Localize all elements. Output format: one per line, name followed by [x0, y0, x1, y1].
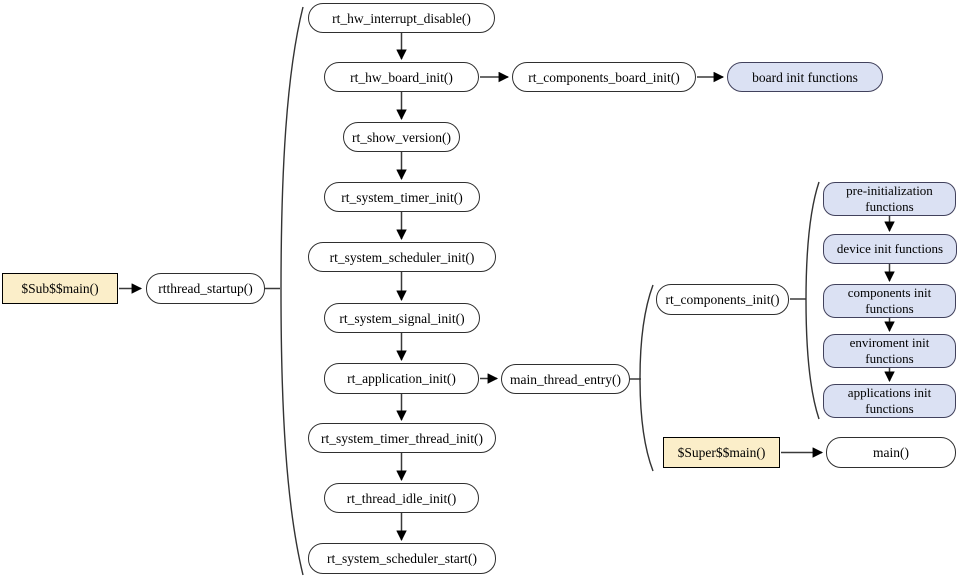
- node-applications-init-functions: applications init functions: [823, 384, 956, 418]
- brace-main-thread-group: [639, 284, 654, 472]
- node-rt-components-board-init: rt_components_board_init(): [512, 62, 696, 92]
- node-pre-initialization-functions: pre-initialization functions: [823, 182, 956, 216]
- node-rt-components-init: rt_components_init(): [656, 284, 789, 315]
- node-rt-system-signal-init: rt_system_signal_init(): [324, 303, 480, 333]
- node-board-init-functions: board init functions: [727, 62, 883, 92]
- node-rt-hw-interrupt-disable: rt_hw_interrupt_disable(): [308, 3, 495, 33]
- node-super-main: $Super$$main(): [663, 437, 780, 468]
- node-rt-application-init: rt_application_init(): [324, 363, 479, 394]
- brace-startup-sequence: [280, 6, 304, 576]
- node-rt-system-scheduler-init: rt_system_scheduler_init(): [308, 242, 496, 272]
- node-sub-main: $Sub$$main(): [2, 273, 118, 304]
- node-components-init-functions: components init functions: [823, 284, 956, 318]
- node-device-init-functions: device init functions: [823, 234, 957, 264]
- node-rt-system-timer-init: rt_system_timer_init(): [324, 182, 480, 212]
- node-rt-show-version: rt_show_version(): [343, 122, 460, 152]
- node-main-thread-entry: main_thread_entry(): [501, 364, 630, 394]
- node-rt-thread-idle-init: rt_thread_idle_init(): [324, 483, 479, 513]
- node-rt-system-timer-thread-init: rt_system_timer_thread_init(): [308, 423, 496, 453]
- node-rt-system-scheduler-start: rt_system_scheduler_start(): [308, 543, 496, 574]
- node-main: main(): [826, 437, 956, 468]
- node-rtthread-startup: rtthread_startup(): [146, 273, 265, 304]
- brace-components-init-group: [805, 181, 820, 420]
- node-rt-hw-board-init: rt_hw_board_init(): [324, 62, 479, 92]
- node-enviroment-init-functions: enviroment init functions: [823, 334, 956, 368]
